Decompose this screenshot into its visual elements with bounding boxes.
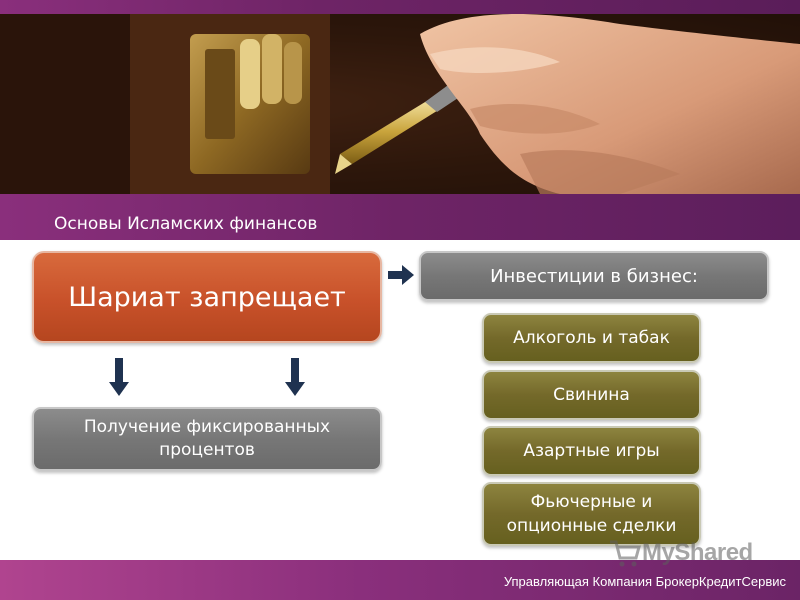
header-photo xyxy=(0,14,800,194)
footer-company: Управляющая Компания БрокерКредитСервис xyxy=(503,574,786,589)
footer-bar xyxy=(0,560,800,600)
shopping-cart-icon xyxy=(610,540,641,567)
investments-box: Инвестиции в бизнес: xyxy=(419,251,769,301)
watermark-text: MyShared xyxy=(642,539,753,566)
sharia-prohibits-box: Шариат запрещает xyxy=(32,251,382,343)
top-accent-bar xyxy=(0,0,800,14)
item-futures-options: Фьючерные и опционные сделки xyxy=(482,482,701,546)
fixed-interest-box: Получение фиксированных процентов xyxy=(32,407,382,471)
arrow-down-icon xyxy=(285,358,305,396)
arrow-right-icon xyxy=(388,265,414,285)
watermark: MyShared xyxy=(608,538,753,568)
item-alcohol-tobacco: Алкоголь и табак xyxy=(482,313,701,363)
slide-subtitle: Основы Исламских финансов xyxy=(54,214,318,234)
arrow-down-icon xyxy=(109,358,129,396)
safe-and-pen-image xyxy=(0,14,800,194)
item-pork: Свинина xyxy=(482,370,701,420)
item-gambling: Азартные игры xyxy=(482,426,701,476)
subtitle-bar xyxy=(0,194,800,240)
